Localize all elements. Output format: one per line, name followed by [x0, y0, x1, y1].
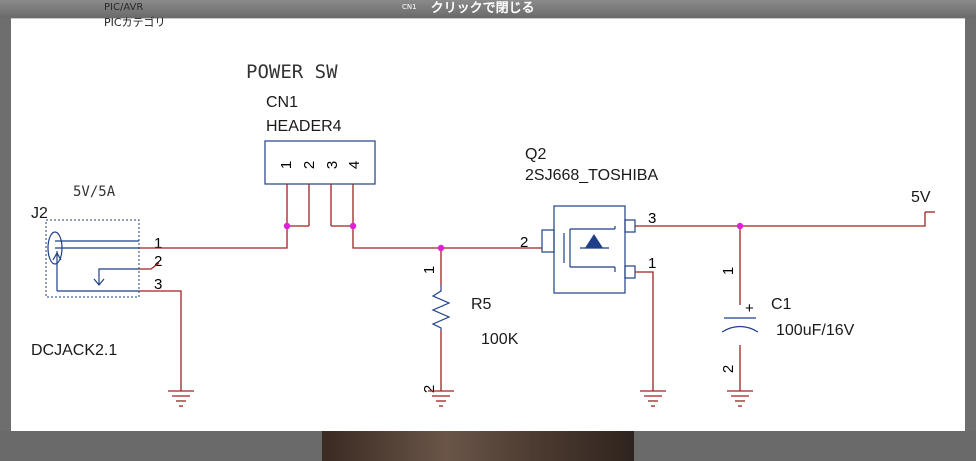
background-photo — [322, 431, 634, 461]
ground-symbols — [168, 390, 753, 407]
wire-gate-net — [352, 226, 542, 391]
j2-value: DCJACK2.1 — [31, 342, 117, 359]
wires-j2 — [139, 226, 288, 391]
r5-value: 100K — [481, 331, 519, 348]
r5-pin-2: 2 — [421, 385, 438, 393]
j2-ref: J2 — [31, 205, 48, 222]
j2-pin-3: 3 — [154, 276, 162, 293]
cn1-pin-leads — [286, 184, 354, 227]
cn1-pin-3: 3 — [324, 161, 341, 169]
image-viewer[interactable]: POWER SW CN1 HEADER4 1 2 3 4 5V/5A J2 1 … — [11, 18, 965, 432]
close-hint[interactable]: CN1 クリックで閉じる — [402, 0, 535, 16]
c1-polarity: + — [745, 300, 754, 317]
background-footer — [0, 431, 976, 461]
cn1-body — [264, 140, 376, 185]
c1-value: 100uF/16V — [776, 322, 855, 339]
title-power-sw: POWER SW — [246, 61, 338, 83]
c1-pin-1: 1 — [720, 267, 737, 275]
supply-5v: 5V — [911, 189, 931, 206]
close-hint-label: クリックで閉じる — [430, 1, 535, 16]
r5-body — [431, 285, 451, 331]
wires-q2 — [635, 211, 935, 391]
schematic-diagram: POWER SW CN1 HEADER4 1 2 3 4 5V/5A J2 1 … — [31, 61, 935, 407]
j2-pin-1: 1 — [154, 235, 162, 252]
junction-dots — [283, 222, 744, 252]
r5-pin-1: 1 — [421, 266, 438, 274]
cn1-pin-1: 1 — [278, 161, 295, 169]
j2-rating: 5V/5A — [73, 184, 116, 200]
cn1-pin-2: 2 — [301, 161, 318, 169]
background-footer-text: PICカテゴリ — [104, 16, 166, 29]
q2-diode-arrow — [585, 234, 603, 248]
cn1-ref: CN1 — [266, 94, 298, 111]
q2-pin-gate: 2 — [520, 234, 528, 251]
j2-contacts — [52, 240, 139, 292]
q2-symbol — [541, 205, 636, 294]
q2-pin-drain: 3 — [648, 210, 656, 227]
close-hint-small: CN1 — [402, 3, 417, 11]
c1-plate-negative — [721, 325, 759, 333]
q2-ref: Q2 — [525, 146, 546, 163]
cn1-value: HEADER4 — [266, 118, 342, 135]
background-header — [0, 0, 976, 18]
cn1-pin-4: 4 — [346, 161, 363, 169]
background-header-text: PIC/AVR — [104, 2, 144, 13]
q2-value: 2SJ668_TOSHIBA — [525, 167, 658, 184]
c1-pin-2: 2 — [720, 365, 737, 373]
c1-ref: C1 — [771, 296, 792, 313]
j2-pin-2: 2 — [154, 253, 162, 270]
q2-pin-source: 1 — [648, 255, 656, 272]
j2-outline — [45, 219, 140, 298]
r5-ref: R5 — [471, 296, 492, 313]
